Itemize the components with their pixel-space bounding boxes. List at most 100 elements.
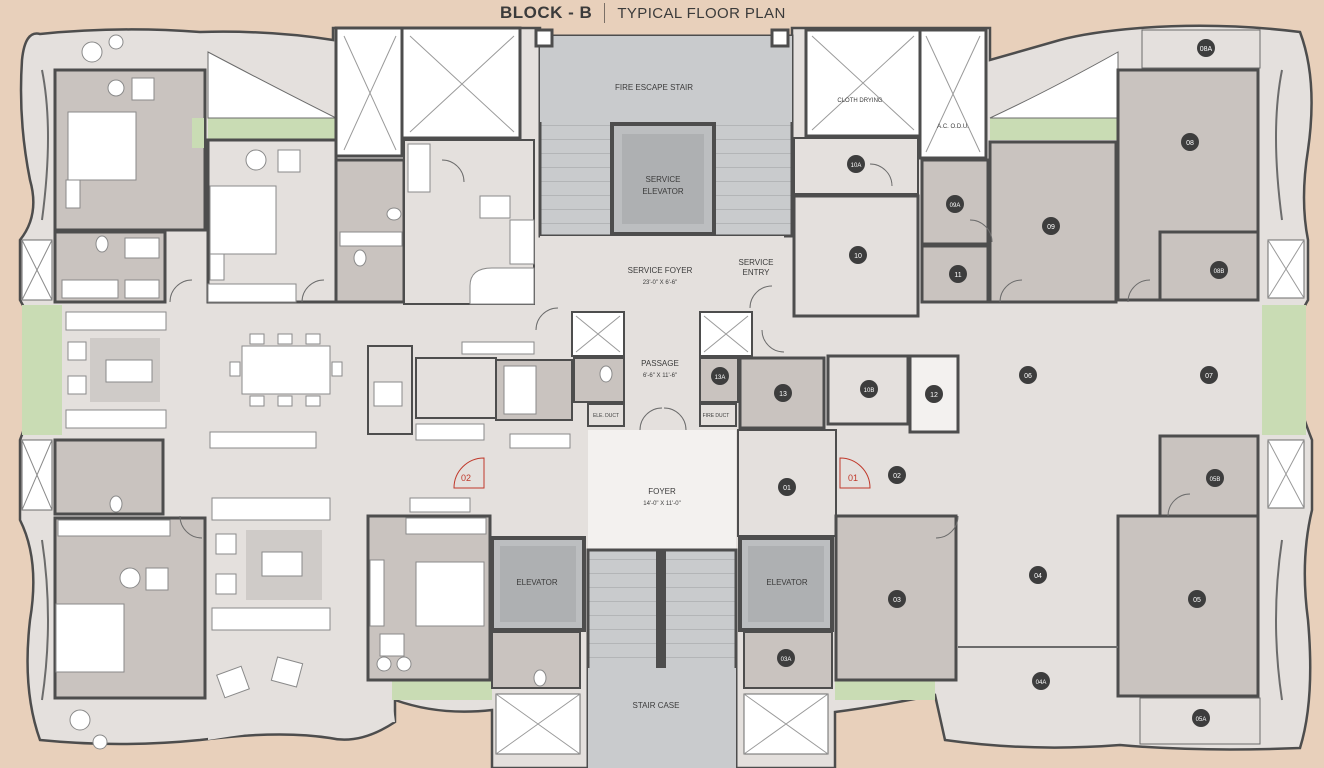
badge-05b: 05B (1206, 469, 1224, 487)
badge-10: 10 (849, 246, 867, 264)
bed (55, 603, 125, 673)
balcony-curve (41, 539, 49, 701)
wc (109, 495, 123, 513)
chair (69, 709, 91, 731)
svg-text:09: 09 (1047, 224, 1055, 231)
table (261, 551, 303, 577)
label-foyer-dim: 14'-0" X 11'-0" (643, 501, 680, 507)
ele-duct (587, 403, 625, 427)
window-cross (1267, 239, 1305, 299)
svg-text:04: 04 (1034, 573, 1042, 580)
fixture (124, 279, 160, 299)
badge-12: 12 (925, 385, 943, 403)
chair (67, 341, 87, 361)
svg-text:11: 11 (954, 272, 961, 279)
wc (353, 249, 367, 267)
window-cross (1267, 439, 1305, 509)
svg-text:09A: 09A (950, 203, 961, 209)
bed (209, 185, 277, 255)
svg-text:13A: 13A (715, 375, 726, 381)
label-service-entry: SERVICE (739, 258, 774, 267)
chair (67, 375, 87, 395)
toilet-center-left (334, 158, 406, 304)
badge-05a: 05A (1192, 709, 1210, 727)
plan-header: BLOCK - B TYPICAL FLOOR PLAN (500, 0, 786, 26)
counter (509, 433, 571, 449)
window-cross (21, 239, 53, 301)
fixture (61, 279, 119, 299)
elevator-right-inner (748, 546, 824, 622)
label-service-elevator: SERVICE (646, 175, 681, 184)
counter (415, 357, 497, 419)
garden-right-mid (1262, 305, 1306, 435)
counter-curve (469, 267, 535, 305)
shaft-cross (575, 315, 621, 353)
badge-06: 06 (1019, 366, 1037, 384)
toilet-left-mid (53, 438, 165, 516)
sofa-chair (145, 567, 169, 591)
label-aco: A.C. O.D.U. (937, 124, 969, 130)
garden-right-lower (835, 680, 935, 700)
sofa (369, 559, 385, 627)
badge-13a: 13A (711, 367, 729, 385)
room-03 (834, 514, 958, 682)
badge-09a: 09A (946, 195, 964, 213)
room-04a-sep (958, 646, 1118, 648)
garden-right-upper (990, 118, 1118, 140)
label-door-01: 01 (848, 473, 858, 483)
svg-text:10A: 10A (851, 163, 862, 169)
wc (599, 365, 613, 383)
console (409, 497, 471, 513)
counter (509, 219, 535, 265)
badge-04: 04 (1029, 566, 1047, 584)
dining-chairs (229, 333, 343, 407)
elevator-left-inner (500, 546, 576, 622)
balcony-curve (41, 69, 49, 221)
badge-09: 09 (1042, 217, 1060, 235)
shaft-cross (409, 35, 515, 133)
chair (215, 533, 237, 555)
chair (215, 573, 237, 595)
stair-divider (656, 550, 666, 668)
bed (415, 561, 485, 627)
room-09 (988, 140, 1118, 304)
wardrobe (65, 179, 81, 209)
sofa (211, 497, 331, 521)
wardrobe (405, 517, 487, 535)
foyer (588, 430, 736, 550)
block-title: BLOCK - B (500, 3, 593, 22)
badge-13: 13 (774, 384, 792, 402)
fire-escape-top (540, 36, 792, 122)
wc (95, 235, 109, 253)
counter (415, 423, 485, 441)
sofa-chair (216, 665, 250, 699)
core-toilet (573, 357, 625, 403)
balcony-curve (1275, 539, 1283, 701)
window-cross (21, 439, 53, 511)
sofa (65, 409, 167, 429)
room-09a (920, 158, 990, 246)
chair (376, 656, 392, 672)
svg-text:12: 12 (930, 392, 938, 399)
room-badges: 08A 08 09 09A 10A 10 11 08B 13A 13 10B 1… (711, 39, 1228, 727)
plan-title: TYPICAL FLOOR PLAN (617, 4, 786, 22)
chair (81, 41, 103, 63)
terrace-left-bottom (208, 700, 395, 740)
label-elevator-left: ELEVATOR (516, 578, 558, 587)
window-cross (743, 693, 829, 755)
core-pillar (534, 28, 554, 48)
svg-text:03A: 03A (781, 657, 792, 663)
service-elevator-inner (622, 134, 704, 224)
table (105, 359, 153, 383)
chair (92, 734, 108, 750)
label-passage-dim: 6'-6" X 11'-6" (643, 373, 677, 379)
chair (119, 567, 141, 589)
sofa (65, 311, 167, 331)
label-passage: PASSAGE (641, 359, 679, 368)
badge-08a: 08A (1197, 39, 1215, 57)
fire-duct (699, 403, 737, 427)
svg-text:13: 13 (779, 391, 787, 398)
label-service-foyer-dim: 23'-0" X 6'-6" (643, 280, 678, 286)
svg-text:07: 07 (1205, 373, 1213, 380)
core-pillar (770, 28, 790, 48)
